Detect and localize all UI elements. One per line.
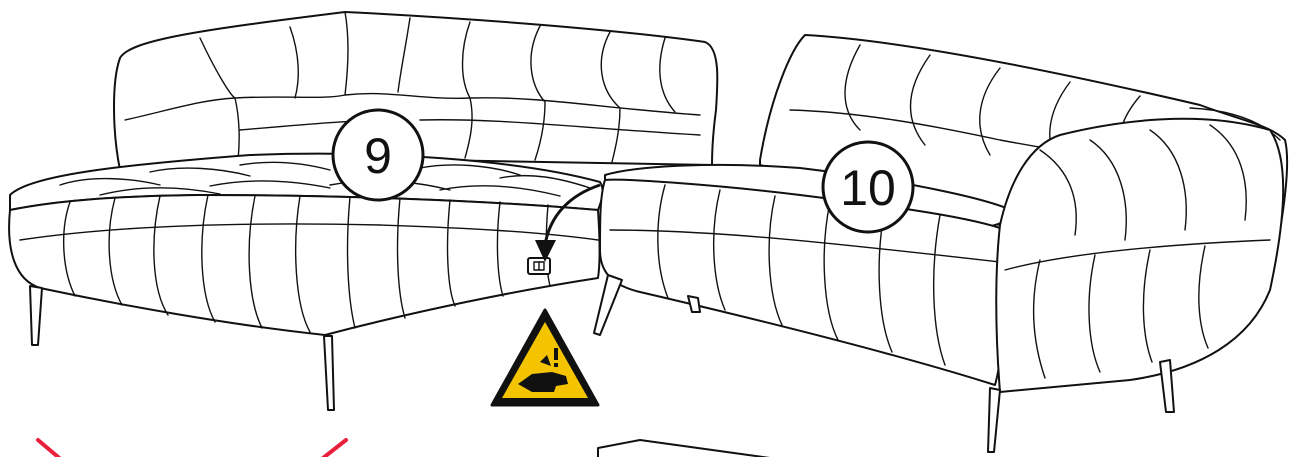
callout-10: 10 xyxy=(823,142,913,232)
pinch-hazard-warning-icon xyxy=(492,310,598,405)
box-outline xyxy=(598,440,770,457)
left-leg-front-center xyxy=(324,336,334,410)
right-arm xyxy=(996,119,1283,392)
right-leg-front-right xyxy=(988,388,1000,452)
right-leg-front-left xyxy=(594,275,622,335)
svg-text:9: 9 xyxy=(364,128,392,184)
left-leg-front-left xyxy=(30,286,42,345)
right-leg-back-left xyxy=(688,296,700,312)
left-seat-front xyxy=(9,195,599,335)
incorrect-cross-icon xyxy=(38,440,346,457)
bracket-connector-icon xyxy=(528,258,550,274)
svg-text:10: 10 xyxy=(840,160,896,216)
callout-9: 9 xyxy=(333,110,423,200)
